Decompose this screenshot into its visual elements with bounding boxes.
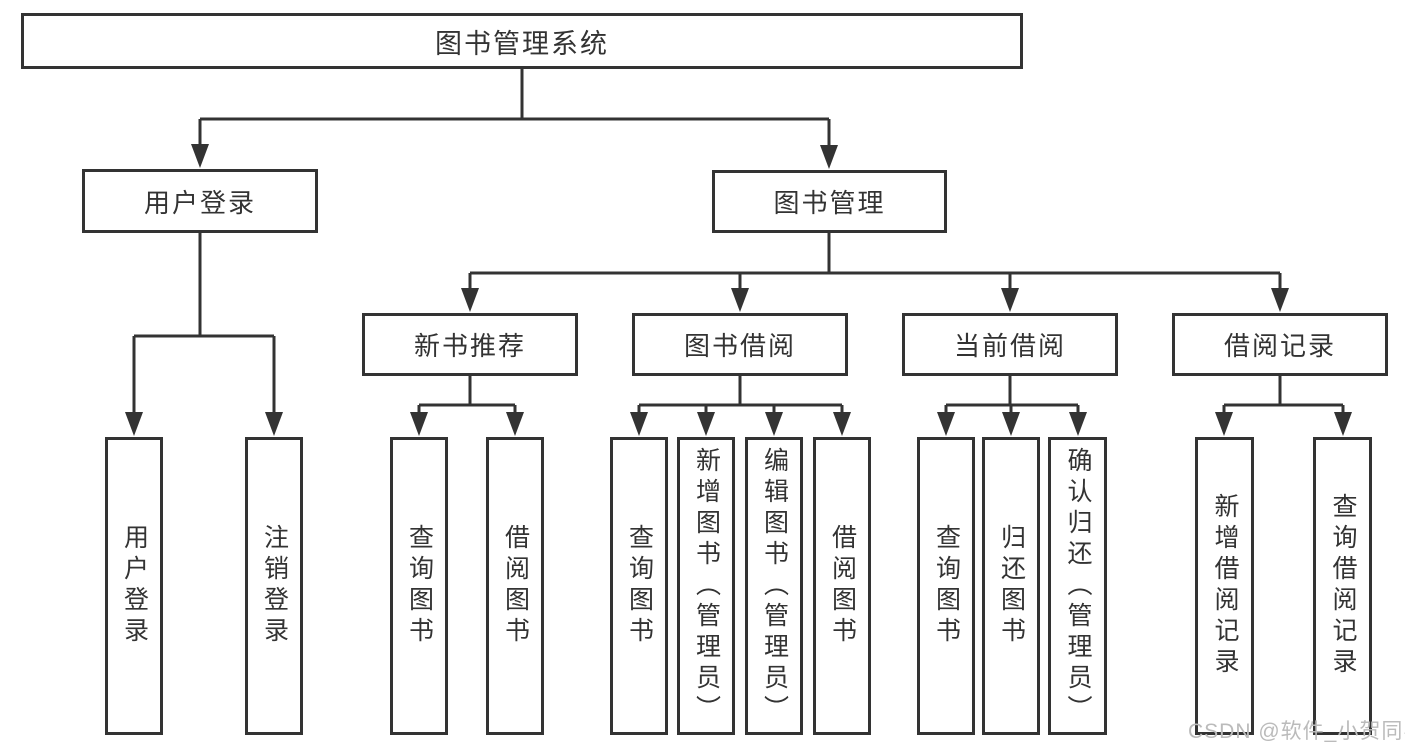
arrowhead	[833, 412, 851, 436]
arrowhead	[731, 288, 749, 312]
leaf-edit-books-admin-label: 编辑图书（管理员）	[760, 446, 789, 726]
leaf-logout-label: 注销登录	[260, 524, 289, 648]
arrowhead	[1215, 412, 1233, 436]
leaf-add-borrow-record-label: 新增借阅记录	[1211, 493, 1239, 679]
arrowhead	[1001, 288, 1019, 312]
arrowhead	[461, 288, 479, 312]
leaf-query-books-1-label: 查询图书	[405, 524, 434, 648]
node-borrow-records: 借阅记录	[1172, 313, 1388, 376]
arrowhead	[1334, 412, 1352, 436]
node-user-login-branch: 用户登录	[82, 169, 318, 233]
leaf-user-login: 用户登录	[105, 437, 163, 735]
leaf-borrow-books-2-label: 借阅图书	[828, 524, 857, 648]
leaf-add-borrow-record: 新增借阅记录	[1195, 437, 1254, 735]
node-current-borrow: 当前借阅	[902, 313, 1118, 376]
leaf-add-books-admin-label: 新增图书（管理员）	[692, 446, 721, 726]
arrowhead	[765, 412, 783, 436]
leaf-logout: 注销登录	[245, 437, 303, 735]
leaf-query-borrow-record: 查询借阅记录	[1313, 437, 1372, 735]
leaf-query-books-2-label: 查询图书	[625, 524, 654, 648]
leaf-return-books-label: 归还图书	[997, 524, 1026, 648]
leaf-borrow-books-1: 借阅图书	[486, 437, 544, 735]
leaf-return-books: 归还图书	[982, 437, 1040, 735]
arrowhead	[820, 145, 838, 169]
csdn-watermark: CSDN @软件_小贺同学	[1188, 720, 1405, 743]
arrowhead	[125, 412, 143, 436]
leaf-confirm-return-admin-label: 确认归还（管理员）	[1064, 446, 1092, 726]
leaf-query-books-2: 查询图书	[610, 437, 668, 735]
leaf-user-login-label: 用户登录	[120, 524, 149, 648]
leaf-borrow-books-2: 借阅图书	[813, 437, 871, 735]
node-new-book-recommend: 新书推荐	[362, 313, 578, 376]
leaf-query-books-3: 查询图书	[917, 437, 975, 735]
leaf-edit-books-admin: 编辑图书（管理员）	[745, 437, 803, 735]
node-book-borrow: 图书借阅	[632, 313, 848, 376]
arrowhead	[1002, 412, 1020, 436]
node-book-management-branch: 图书管理	[712, 170, 947, 233]
leaf-borrow-books-1-label: 借阅图书	[501, 524, 530, 648]
arrowhead	[697, 412, 715, 436]
arrowhead	[1271, 288, 1289, 312]
arrowhead	[191, 144, 209, 168]
arrowhead	[506, 412, 524, 436]
leaf-query-borrow-record-label: 查询借阅记录	[1329, 493, 1357, 679]
node-root-system: 图书管理系统	[21, 13, 1023, 69]
leaf-query-books-1: 查询图书	[390, 437, 448, 735]
arrowhead	[1069, 412, 1087, 436]
leaf-confirm-return-admin: 确认归还（管理员）	[1048, 437, 1107, 735]
arrowhead	[937, 412, 955, 436]
leaf-add-books-admin: 新增图书（管理员）	[677, 437, 735, 735]
arrowhead	[410, 412, 428, 436]
leaf-query-books-3-label: 查询图书	[932, 524, 961, 648]
arrowhead	[630, 412, 648, 436]
arrowhead	[265, 412, 283, 436]
